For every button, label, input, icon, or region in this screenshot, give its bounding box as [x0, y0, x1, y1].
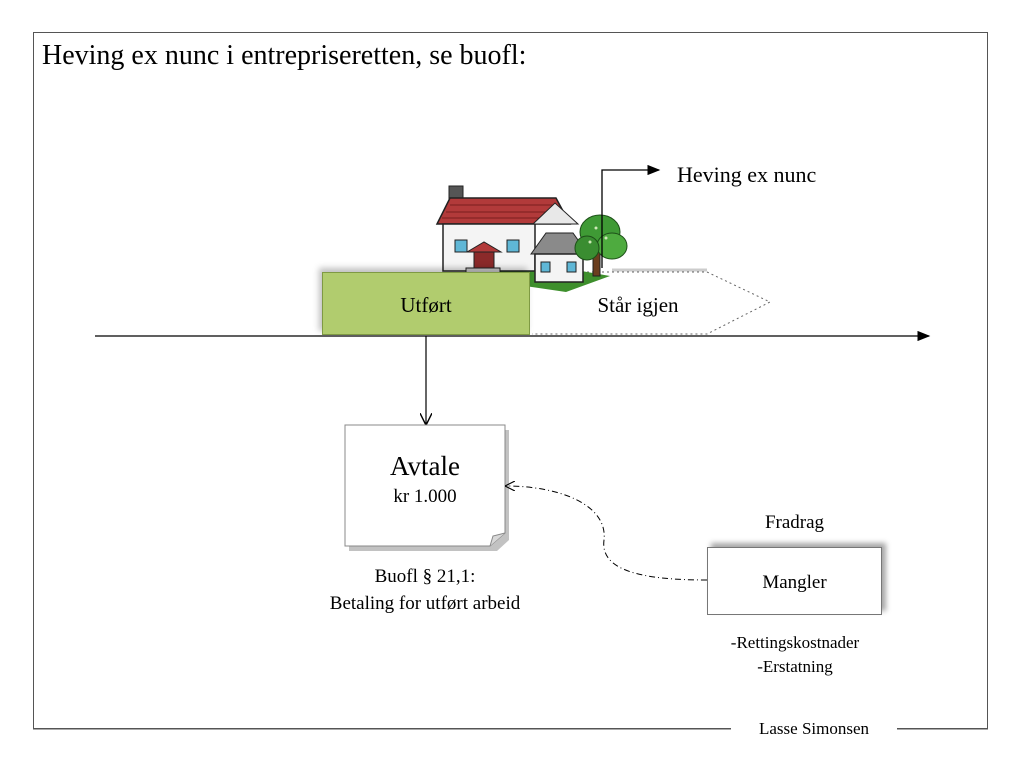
agreement-title: Avtale	[390, 451, 460, 481]
tree-icon	[574, 214, 628, 277]
remaining-block	[532, 268, 772, 335]
cancellation-arrow	[601, 164, 661, 268]
agreement-document	[344, 424, 509, 551]
law-text: Betaling for utført arbeid	[329, 593, 521, 614]
done-block	[322, 272, 530, 335]
footer-author: Lasse Simonsen	[731, 717, 897, 741]
deduction-item-damages: -Erstatning	[757, 657, 833, 676]
deduction-connector	[506, 486, 708, 581]
deduction-item-repair-costs: -Rettingskostnader	[730, 633, 860, 652]
defects-box	[707, 547, 882, 615]
agreement-amount: kr 1.000	[393, 486, 457, 507]
deduction-heading: Fradrag	[764, 512, 825, 533]
law-reference: Buofl § 21,1:	[374, 566, 476, 587]
defects-label: Mangler	[762, 572, 827, 593]
cancellation-label: Heving ex nunc	[677, 162, 817, 187]
done-label: Utført	[400, 293, 452, 317]
slide-title: Heving ex nunc i entrepriseretten, se bu…	[42, 40, 527, 71]
house-icon	[435, 185, 589, 283]
remaining-label: Står igjen	[597, 293, 679, 317]
